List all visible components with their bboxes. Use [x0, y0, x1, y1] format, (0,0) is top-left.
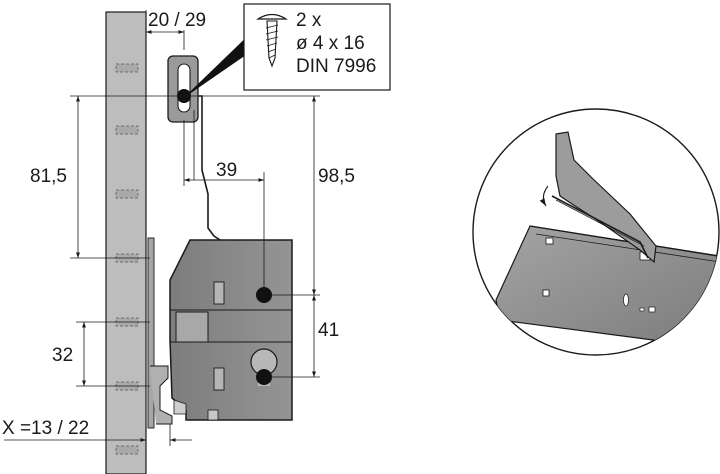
dim-label-horizontal: 39 — [216, 160, 237, 181]
dimension-height-right: 98,5 — [272, 96, 355, 296]
system-hole — [115, 63, 139, 73]
dimension-x-offset: X =13 / 22 — [2, 418, 192, 446]
dim-label-lower-left: 32 — [52, 345, 73, 366]
dimension-height-left: 81,5 — [30, 95, 320, 259]
dim-label-lower-right: 41 — [318, 320, 339, 341]
dim-label-top-offset: 20 / 29 — [148, 10, 206, 31]
cabinet-side-panel — [105, 11, 147, 474]
system-hole — [115, 189, 139, 199]
detail-view — [472, 108, 720, 356]
dimension-lower-right: 41 — [272, 295, 339, 378]
dimension-horizontal: 39 — [183, 120, 265, 290]
dim-label-height-left: 81,5 — [30, 166, 67, 187]
system-hole — [115, 445, 139, 455]
curved-arrow-icon — [539, 185, 549, 207]
mounting-bracket — [167, 55, 199, 123]
dim-label-height-right: 98,5 — [318, 166, 355, 187]
lift-housing — [147, 237, 293, 429]
dimension-top-offset: 20 / 29 — [145, 10, 206, 50]
screw-size: ø 4 x 16 — [296, 33, 365, 54]
screw-icon — [255, 13, 289, 68]
system-hole — [115, 125, 139, 135]
dim-label-x-offset: X =13 / 22 — [2, 418, 89, 439]
screw-callout: 2 x ø 4 x 16 DIN 7996 — [185, 3, 391, 97]
screw-standard: DIN 7996 — [296, 56, 376, 77]
dimension-lower-left: 32 — [52, 321, 150, 387]
screw-quantity: 2 x — [296, 10, 322, 31]
